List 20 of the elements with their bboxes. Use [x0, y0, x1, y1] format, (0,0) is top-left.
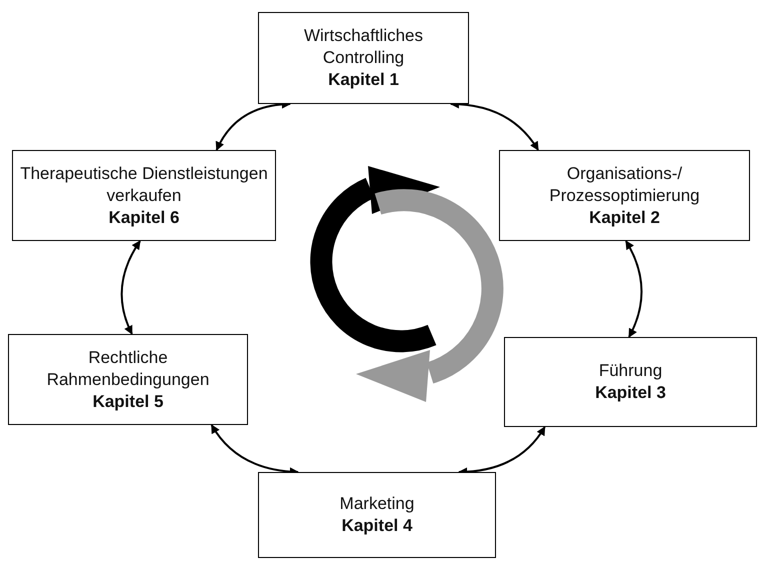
chapter-title: Therapeutische Dienstleistungen verkaufen [19, 162, 269, 206]
chapter-box [258, 472, 496, 558]
chapter-number: Kapitel 3 [595, 382, 666, 404]
chapter-number: Kapitel 1 [328, 69, 399, 91]
chapter-box [8, 334, 248, 425]
chapter-number: Kapitel 5 [92, 390, 164, 412]
chapter-title: Organisations-/ Prozessoptimierung [548, 162, 701, 206]
chapter-title: Wirtschaftliches Controlling [302, 25, 424, 69]
chapter-box [12, 150, 276, 241]
chapter-box [499, 150, 750, 241]
double-arrow [625, 240, 642, 338]
chapter-title: Führung [598, 360, 662, 382]
double-arrow [120, 240, 141, 335]
chapter-title: Rechtliche Rahmenbedingungen [46, 346, 210, 390]
chapter-number: Kapitel 2 [589, 206, 660, 228]
chapter-title: Marketing [340, 493, 414, 515]
chapter-box [258, 12, 469, 104]
chapter-number: Kapitel 6 [108, 206, 180, 228]
chapter-number: Kapitel 4 [342, 515, 412, 537]
chapter-box [504, 337, 757, 427]
